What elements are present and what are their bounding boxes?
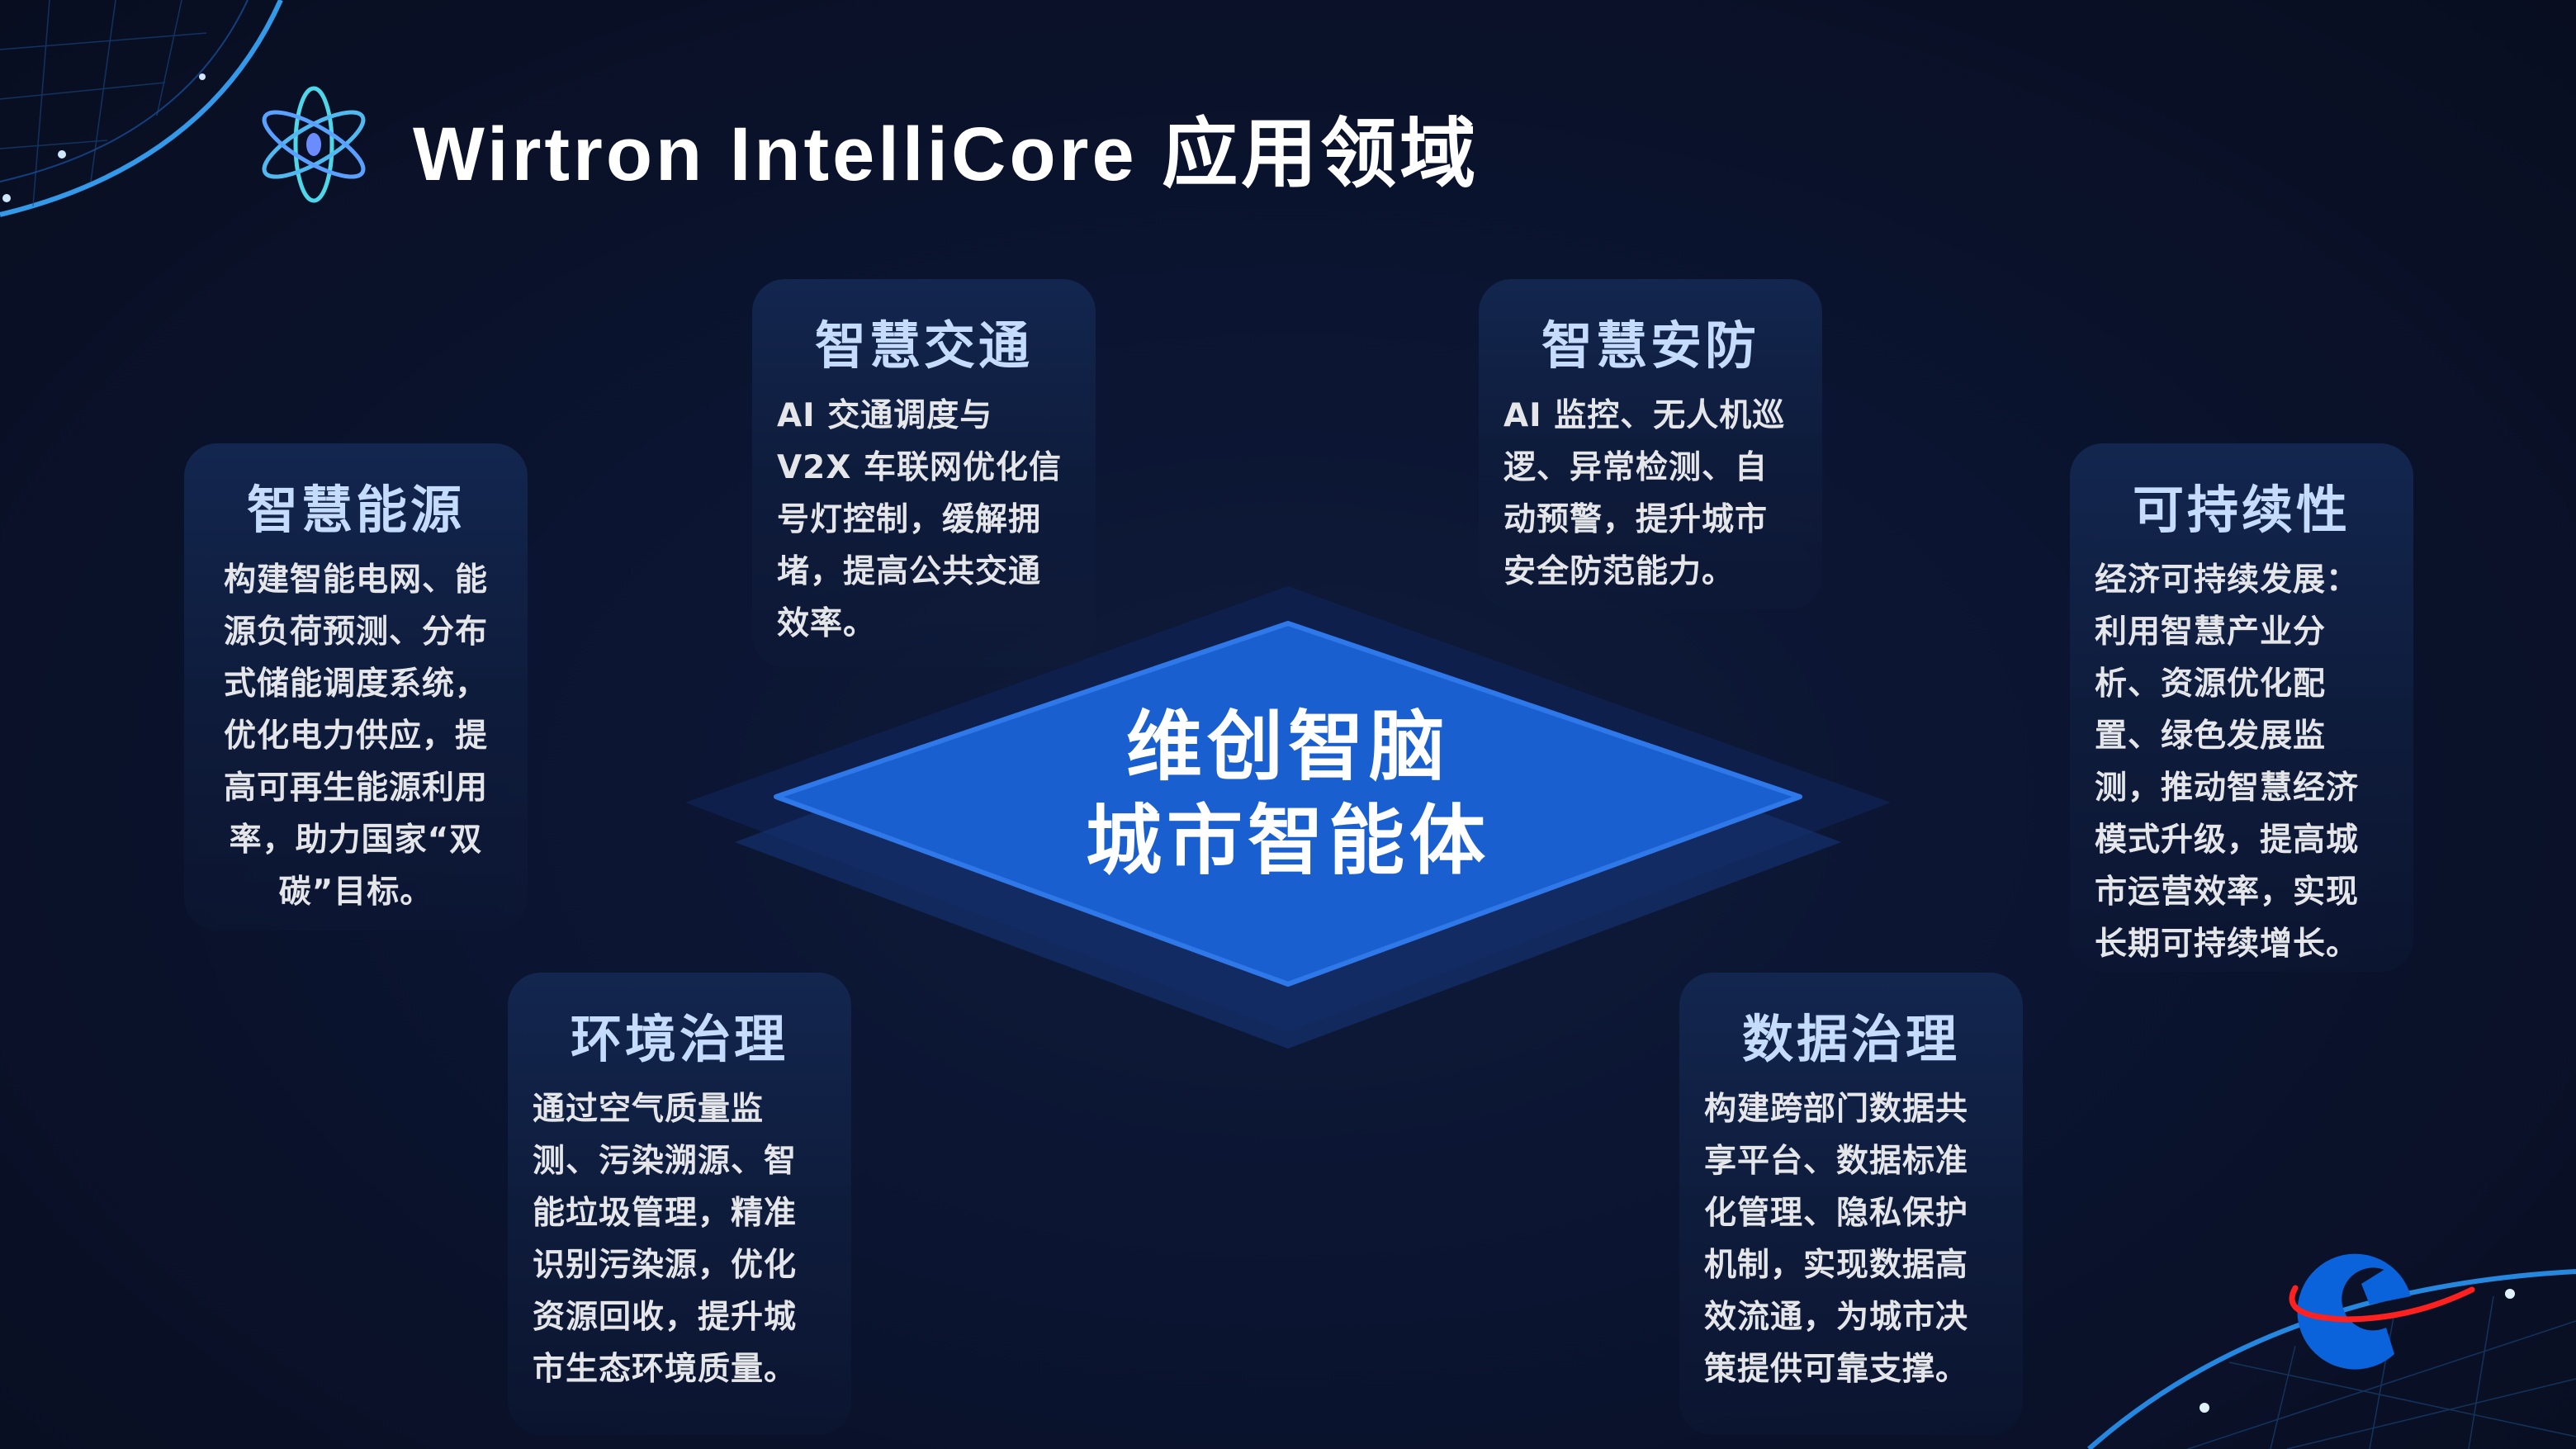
card-body: 构建跨部门数据共享平台、数据标准化管理、隐私保护机制，实现数据高效流通，为城市决… xyxy=(1704,1091,1969,1388)
card-smart-energy: 智慧能源 构建智能电网、能源负荷预测、分布式储能调度系统，优化电力供应，提高可再… xyxy=(184,443,528,930)
center-diamond xyxy=(685,586,1891,1049)
atom-icon xyxy=(262,86,366,203)
card-data-governance: 数据治理 构建跨部门数据共享平台、数据标准化管理、隐私保护机制，实现数据高效流通… xyxy=(1679,973,2023,1435)
card-body: 经济可持续发展：利用智慧产业分析、资源优化配置、绿色发展监测，推动智慧经济模式升… xyxy=(2095,561,2360,963)
card-body: 构建智能电网、能源负荷预测、分布式储能调度系统，优化电力供应，提高可再生能源利用… xyxy=(223,561,488,911)
globe-decoration-top-left xyxy=(0,0,283,217)
card-sustainability: 可持续性 经济可持续发展：利用智慧产业分析、资源优化配置、绿色发展监测，推动智慧… xyxy=(2070,443,2413,972)
center-title-line1: 维创智脑 xyxy=(1125,703,1450,791)
card-environment: 环境治理 通过空气质量监测、污染溯源、智能垃圾管理，精准识别污染源，优化资源回收… xyxy=(508,973,851,1435)
card-smart-security: 智慧安防 AI 监控、无人机巡逻、异常检测、自动预警，提升城市安全防范能力。 xyxy=(1479,279,1822,609)
card-title: 智慧交通 xyxy=(814,315,1033,376)
card-body: 通过空气质量监测、污染溯源、智能垃圾管理，精准识别污染源，优化资源回收，提升城市… xyxy=(533,1091,798,1388)
card-title: 可持续性 xyxy=(2132,480,2351,540)
card-title: 智慧能源 xyxy=(246,480,465,540)
card-title: 数据治理 xyxy=(1741,1009,1960,1069)
card-body: AI 监控、无人机巡逻、异常检测、自动预警，提升城市安全防范能力。 xyxy=(1503,397,1786,590)
center-title: 维创智脑 城市智能体 xyxy=(958,700,1618,888)
card-title: 环境治理 xyxy=(570,1009,788,1069)
card-body: AI 交通调度与 V2X 车联网优化信号灯控制，缓解拥堵，提高公共交通效率。 xyxy=(777,397,1062,642)
card-title: 智慧安防 xyxy=(1541,315,1759,376)
brand-logo-icon xyxy=(2289,1253,2475,1370)
center-title-line2: 城市智能体 xyxy=(1085,797,1490,885)
page-title: Wirtron IntelliCore 应用领域 xyxy=(413,112,1480,197)
card-smart-transport: 智慧交通 AI 交通调度与 V2X 车联网优化信号灯控制，缓解拥堵，提高公共交通… xyxy=(752,279,1096,667)
